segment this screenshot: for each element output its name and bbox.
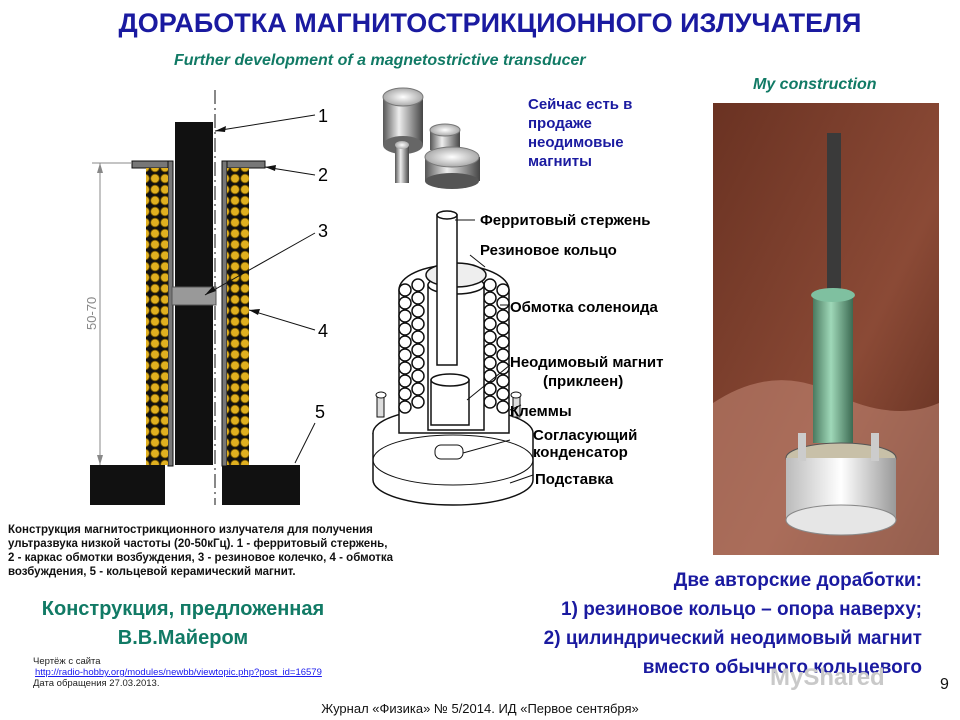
mayer-line: Конструкция, предложенная (41, 598, 325, 620)
transducer-3d-diagram: Ферритовый стержень Резиновое кольцо Обм… (372, 210, 663, 506)
callout-5: 5 (315, 402, 325, 422)
callout-2: 2 (318, 165, 328, 185)
neodymium-magnets-image (382, 87, 480, 189)
watermark: MyShared (770, 664, 885, 691)
label-terminals: Клеммы (510, 403, 572, 420)
caption-line: возбуждения, 5 - кольцевой керамический … (8, 566, 296, 578)
author-improvements: Две авторские доработки: 1) резиновое ко… (420, 566, 922, 682)
magnets-note-line: продаже (528, 115, 592, 132)
author-line: вместо обычного кольцевого (642, 657, 922, 678)
label-rubber-ring: Резиновое кольцо (480, 242, 617, 259)
label-glued: (приклеен) (543, 373, 623, 390)
magnets-note-line: неодимовые (528, 134, 624, 151)
author-line: 2) цилиндрический неодимовый магнит (543, 628, 922, 649)
subtitle: Further development of a magnetostrictiv… (174, 52, 586, 69)
callout-1: 1 (318, 106, 328, 126)
author-construction-photo (713, 103, 939, 555)
callout-3: 3 (318, 221, 328, 241)
drawing-caption: Конструкция магнитострикционного излучат… (8, 523, 408, 579)
source-date: Дата обращения 27.03.2013. (33, 678, 160, 689)
source-prefix: Чертёж с сайта (33, 656, 101, 667)
label-neodymium-magnet: Неодимовый магнит (510, 354, 663, 371)
label-stand: Подставка (535, 471, 614, 488)
mayer-line: В.В.Майером (117, 627, 249, 649)
magnets-note-line: Сейчас есть в (528, 96, 633, 113)
footer-credit: Журнал «Физика» № 5/2014. ИД «Первое сен… (321, 701, 639, 716)
callout-4: 4 (318, 321, 328, 341)
label-solenoid-winding: Обмотка соленоида (510, 299, 659, 316)
caption-line: ультразвука низкой частоты (20-50кГц). 1… (8, 538, 388, 550)
magnets-note: Сейчас есть в продаже неодимовые магниты (528, 95, 632, 171)
label-capacitor: конденсатор (533, 444, 628, 461)
transducer-cross-section-drawing: 50-70 1 2 3 4 5 (84, 90, 328, 505)
label-ferrite-rod: Ферритовый стержень (480, 212, 650, 229)
mayer-attribution: Конструкция, предложенная В.В.Майером (8, 595, 358, 653)
page-number: 9 (940, 676, 949, 693)
dimension-label: 50-70 (84, 297, 99, 330)
caption-line: 2 - каркас обмотки возбуждения, 3 - рези… (8, 552, 394, 564)
caption-line: Конструкция магнитострикционного излучат… (8, 524, 373, 536)
page-title: ДОРАБОТКА МАГНИТОСТРИКЦИОННОГО ИЗЛУЧАТЕЛ… (118, 8, 862, 38)
magnets-note-line: магниты (528, 153, 592, 170)
source-link[interactable]: http://radio-hobby.org/modules/newbb/vie… (35, 667, 322, 678)
author-line: Две авторские доработки: (673, 570, 922, 591)
label-matching: Согласующий (533, 427, 637, 444)
author-line: 1) резиновое кольцо – опора наверху; (561, 599, 922, 620)
source-block: Чертёж с сайта http://radio-hobby.org/mo… (33, 656, 322, 689)
my-construction-label: My construction (753, 76, 877, 93)
